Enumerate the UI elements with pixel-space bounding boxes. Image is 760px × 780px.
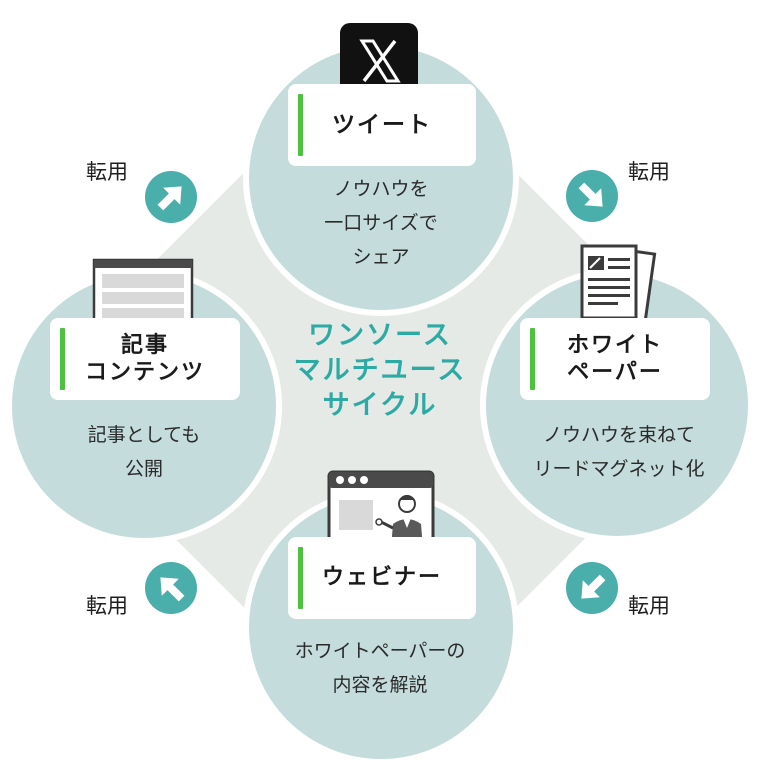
reuse-label-bottom-right: 転用 bbox=[628, 594, 670, 618]
whitepaper-title: ホワイト ペーパー bbox=[566, 332, 663, 386]
webinar-accent-bar bbox=[298, 547, 303, 609]
webinar-title: ウェビナー bbox=[321, 565, 442, 591]
center-line-2: マルチユース bbox=[293, 355, 467, 386]
whitepaper-accent-bar bbox=[530, 328, 535, 390]
whitepaper-title-box: ホワイト ペーパー bbox=[520, 318, 710, 400]
tweet-accent-bar bbox=[298, 94, 303, 156]
cycle-center-title: ワンソース マルチユース サイクル bbox=[250, 318, 510, 423]
center-line-3: サイクル bbox=[322, 390, 438, 421]
reuse-label-top-right: 転用 bbox=[628, 160, 670, 184]
article-accent-bar bbox=[60, 328, 65, 390]
arrow-down-left-icon bbox=[566, 562, 618, 614]
arrow-down-right-icon bbox=[566, 170, 618, 222]
center-line-1: ワンソース bbox=[308, 320, 452, 351]
whitepaper-description: ノウハウを束ねて リードマグネット化 bbox=[533, 424, 705, 480]
article-page-icon bbox=[92, 258, 194, 326]
article-description: 記事としても 公開 bbox=[87, 424, 201, 480]
article-title: 記事 コンテンツ bbox=[84, 332, 205, 386]
reuse-label-bottom-left: 転用 bbox=[86, 594, 128, 618]
article-title-box: 記事 コンテンツ bbox=[50, 318, 240, 400]
reuse-label-top-left: 転用 bbox=[86, 160, 128, 184]
x-logo-icon bbox=[340, 23, 418, 99]
document-icon bbox=[578, 244, 658, 326]
tweet-title-box: ツイート bbox=[288, 84, 476, 166]
webinar-description: ホワイトペーパーの 内容を解説 bbox=[294, 640, 466, 696]
webinar-title-box: ウェビナー bbox=[288, 537, 476, 619]
tweet-description: ノウハウを 一口サイズで シェア bbox=[324, 178, 438, 268]
arrow-up-left-icon bbox=[145, 562, 197, 614]
tweet-title: ツイート bbox=[332, 111, 432, 138]
arrow-up-right-icon bbox=[145, 171, 197, 223]
